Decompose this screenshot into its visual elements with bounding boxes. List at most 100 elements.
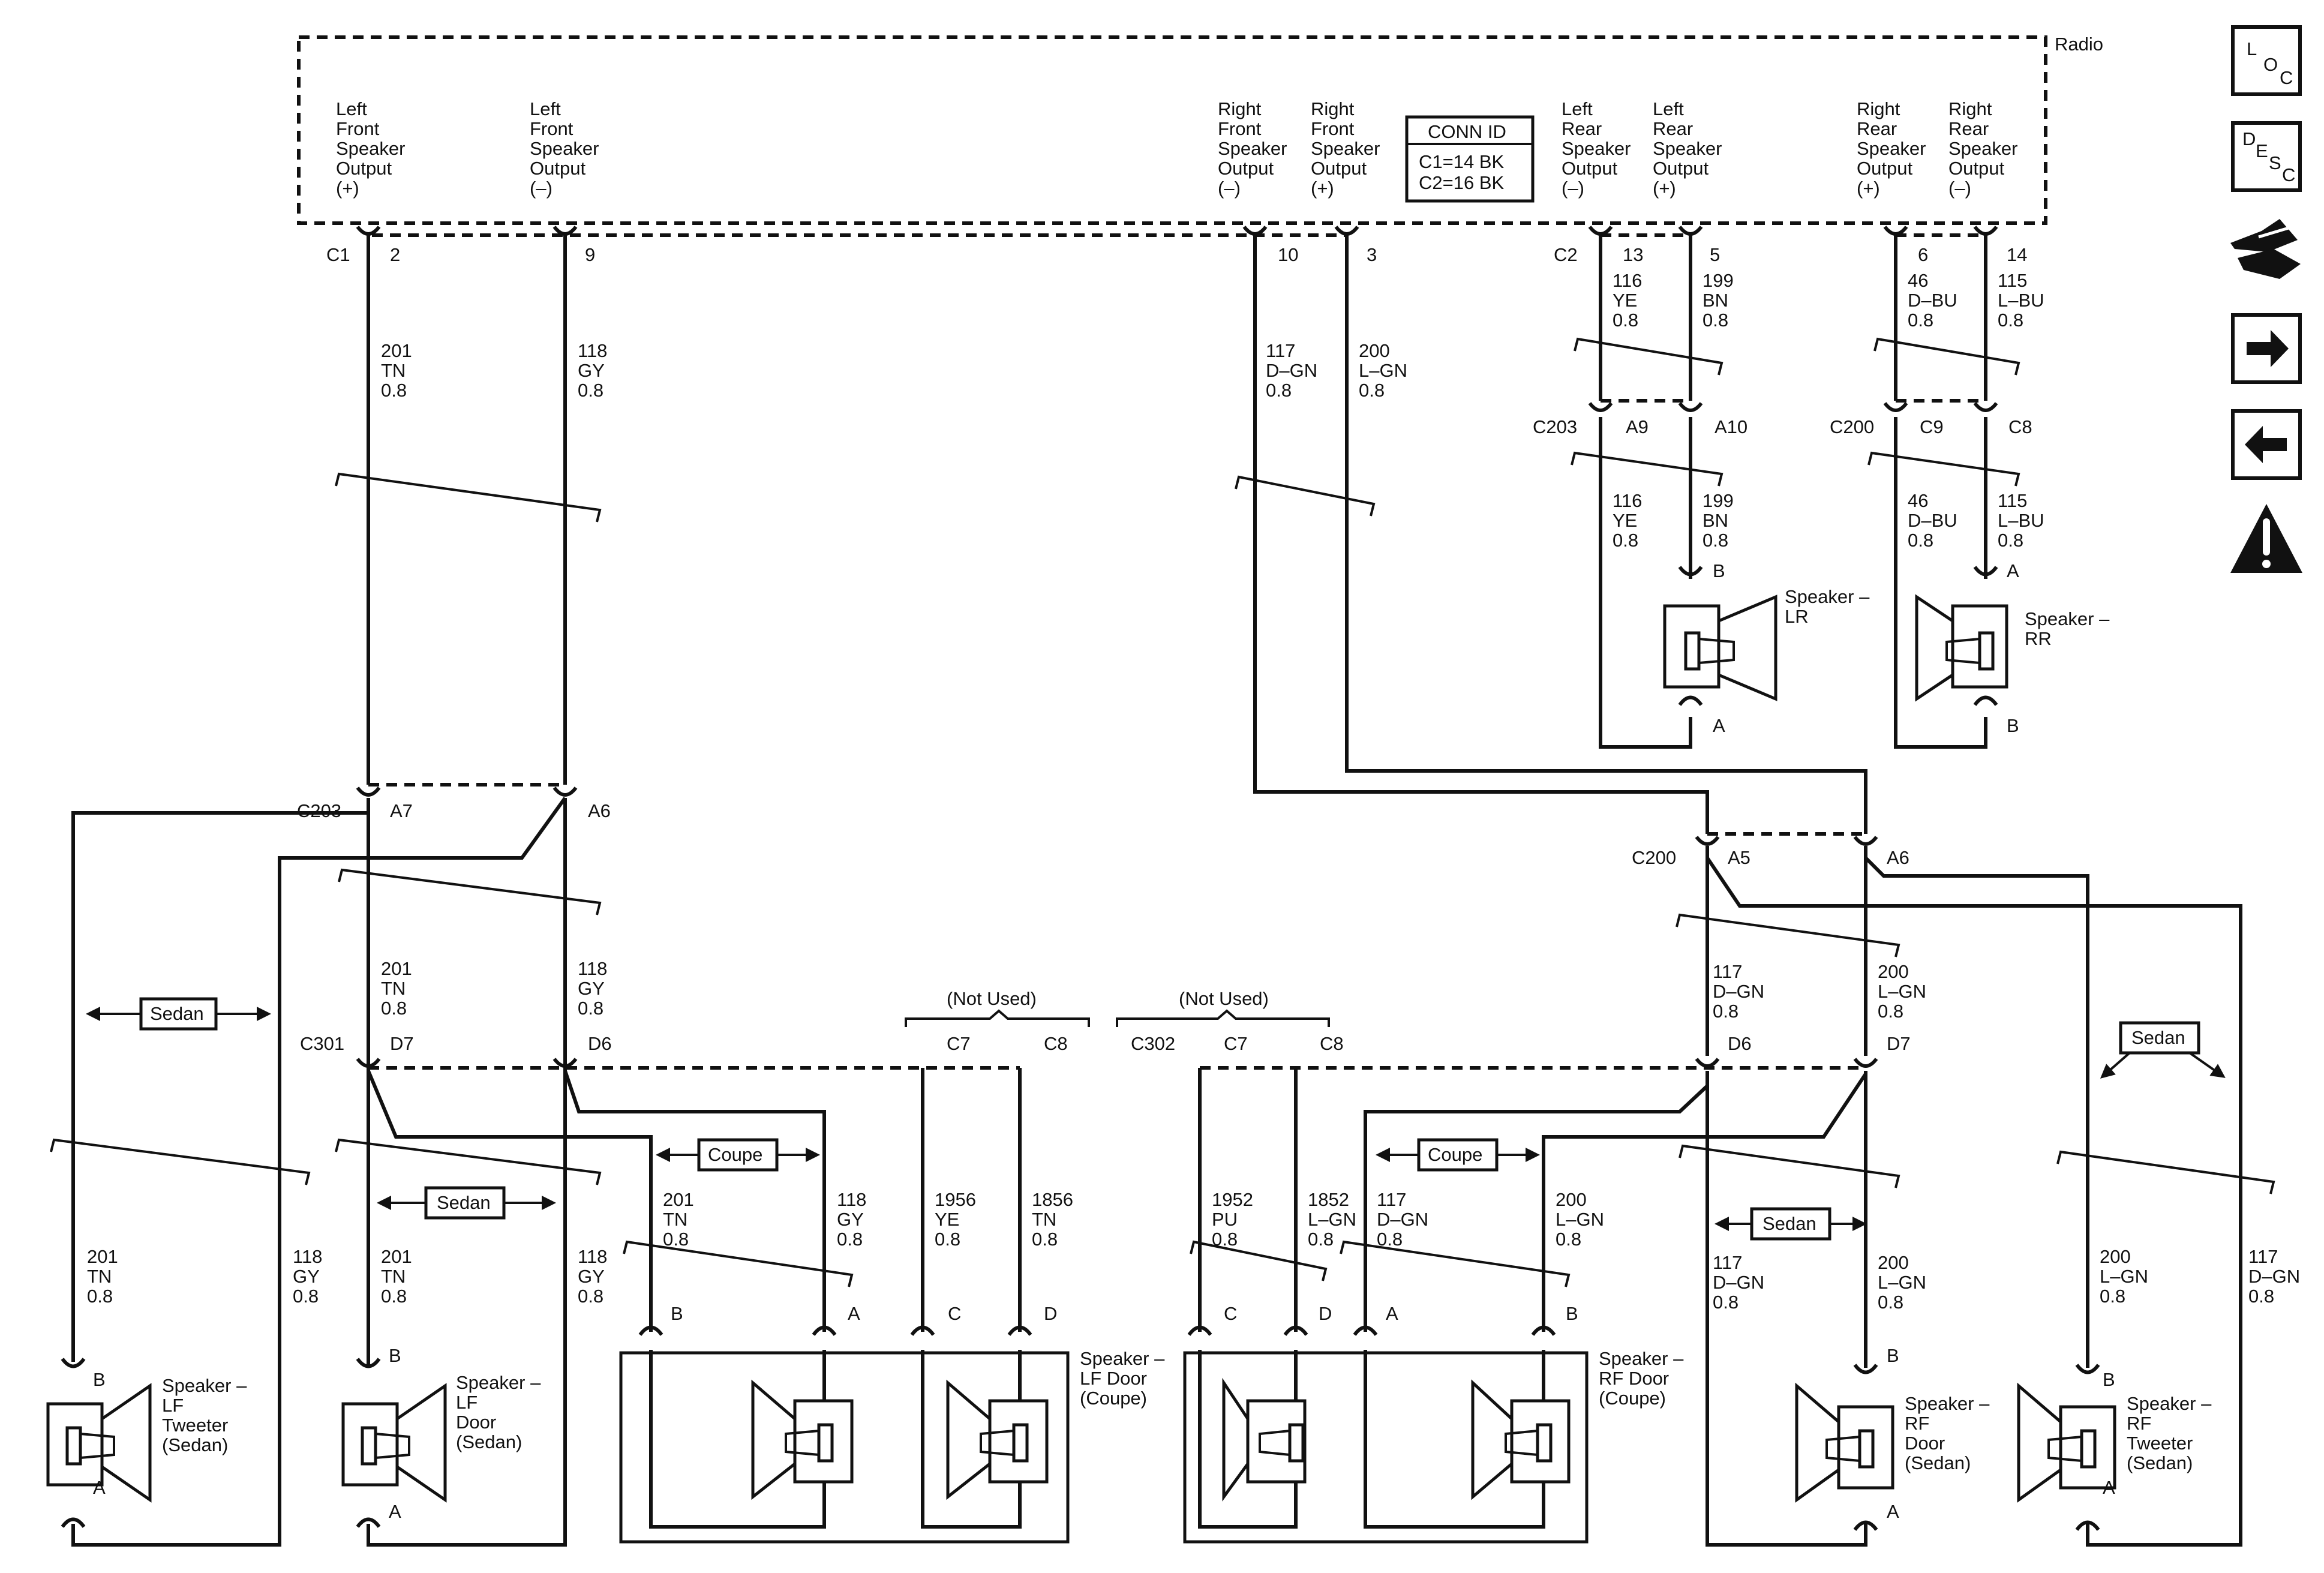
svg-text:L–BU: L–BU (1998, 290, 2044, 311)
svg-text:Output: Output (336, 158, 392, 179)
svg-text:200: 200 (1878, 1252, 1909, 1273)
next-arrow-icon[interactable] (2231, 313, 2302, 384)
speaker-lr-label-2: LR (1785, 606, 1809, 627)
svg-text:Rear: Rear (1562, 118, 1602, 139)
svg-text:Left: Left (1653, 98, 1684, 119)
svg-text:Speaker: Speaker (1218, 138, 1287, 159)
wire-118-tweeter (71, 797, 567, 1547)
svg-text:(+): (+) (1653, 178, 1676, 199)
svg-text:LF: LF (456, 1392, 478, 1413)
svg-text:L–GN: L–GN (1359, 360, 1407, 381)
connector-c2-label: C2 (1554, 244, 1578, 265)
svg-text:L–GN: L–GN (1556, 1209, 1604, 1230)
svg-text:118: 118 (293, 1246, 322, 1267)
svg-text:TN: TN (663, 1209, 687, 1230)
svg-text:Speaker –: Speaker – (1080, 1348, 1165, 1369)
svg-text:117: 117 (1713, 961, 1742, 982)
svg-text:117: 117 (2248, 1246, 2278, 1267)
svg-text:0.8: 0.8 (578, 1286, 603, 1307)
svg-text:D–GN: D–GN (1713, 981, 1764, 1002)
output-label-rr-plus: Right Rear Speaker Output (+) (1857, 98, 1926, 199)
svg-text:200: 200 (2100, 1246, 2131, 1267)
a5-label: A5 (1728, 847, 1750, 868)
svg-text:Output: Output (1311, 158, 1367, 179)
desc-icon[interactable]: D E S C (2231, 121, 2302, 192)
svg-text:201: 201 (381, 340, 412, 361)
svg-text:Speaker: Speaker (1562, 138, 1631, 159)
svg-text:0.8: 0.8 (381, 998, 407, 1019)
c9-label: C9 (1920, 416, 1944, 437)
svg-text:(+): (+) (336, 178, 359, 199)
warning-icon[interactable] (2230, 504, 2302, 573)
output-label-rf-minus: Right Front Speaker Output (–) (1218, 98, 1287, 199)
svg-text:201: 201 (381, 1246, 412, 1267)
svg-text:Left: Left (530, 98, 561, 119)
svg-text:PU: PU (1212, 1209, 1238, 1230)
svg-text:0.8: 0.8 (1212, 1229, 1238, 1250)
svg-text:Tweeter: Tweeter (2127, 1433, 2193, 1454)
wire-46-lower (1894, 417, 1987, 749)
svg-text:(Sedan): (Sedan) (1905, 1452, 1971, 1473)
pin-3-label: 3 (1367, 244, 1377, 265)
svg-text:118: 118 (578, 1246, 607, 1267)
pin-c-rf-coupe: C (1224, 1303, 1237, 1324)
pin-b-rf-tweeter: B (2103, 1369, 2115, 1390)
radio-outline (297, 35, 2047, 225)
svg-text:1956: 1956 (935, 1189, 976, 1210)
svg-text:Rear: Rear (1948, 118, 1989, 139)
c302-label: C302 (1131, 1033, 1175, 1054)
option-sedan-tweeter-right: Sedan (2100, 1021, 2226, 1079)
svg-text:D–GN: D–GN (1713, 1272, 1764, 1293)
svg-text:115: 115 (1998, 270, 2027, 291)
svg-text:Speaker –: Speaker – (1599, 1348, 1684, 1369)
pin-a-rf-tweeter: A (2103, 1477, 2115, 1498)
svg-text:D–BU: D–BU (1908, 510, 1957, 531)
prev-arrow-icon[interactable] (2231, 409, 2302, 480)
pin-a-rf-door: A (1887, 1501, 1899, 1522)
svg-text:Output: Output (1857, 158, 1912, 179)
svg-text:0.8: 0.8 (87, 1286, 113, 1307)
connector-labels: C203 A9 A10 C200 C9 C8 C203 A7 A6 C200 A… (297, 416, 2032, 1054)
c200-label: C200 (1830, 416, 1874, 437)
svg-text:Sedan: Sedan (2131, 1027, 2185, 1048)
pin-5-label: 5 (1710, 244, 1720, 265)
svg-text:115: 115 (1998, 490, 2027, 511)
svg-text:0.8: 0.8 (837, 1229, 863, 1250)
svg-text:Speaker: Speaker (530, 138, 599, 159)
svg-text:0.8: 0.8 (1377, 1229, 1403, 1250)
svg-text:116: 116 (1613, 270, 1642, 291)
a7-label: A7 (390, 800, 413, 821)
output-label-rr-minus: Right Rear Speaker Output (–) (1948, 98, 2017, 199)
pin-9-label: 9 (585, 244, 595, 265)
svg-text:(–): (–) (1218, 178, 1241, 199)
loc-icon[interactable]: L O C (2231, 25, 2302, 96)
pin-a-lf-coupe: A (848, 1303, 860, 1324)
svg-text:Coupe: Coupe (708, 1144, 762, 1165)
svg-text:0.8: 0.8 (2100, 1286, 2125, 1307)
c200-label-lower: C200 (1632, 847, 1676, 868)
svg-text:D–BU: D–BU (1908, 290, 1957, 311)
pin-13-label: 13 (1623, 244, 1643, 265)
svg-text:0.8: 0.8 (663, 1229, 689, 1250)
svg-text:Left: Left (336, 98, 367, 119)
harness-icon[interactable] (2230, 219, 2301, 279)
svg-text:0.8: 0.8 (935, 1229, 960, 1250)
svg-text:Speaker: Speaker (1653, 138, 1722, 159)
svg-text:0.8: 0.8 (1308, 1229, 1334, 1250)
pin-6-label: 6 (1918, 244, 1928, 265)
svg-text:Rear: Rear (1857, 118, 1897, 139)
svg-text:YE: YE (1613, 510, 1637, 531)
pin-b-rf-door: B (1887, 1345, 1899, 1366)
d7-label-right: D7 (1887, 1033, 1911, 1054)
speaker-lr: B A Speaker – LR (1663, 560, 1870, 736)
svg-text:GY: GY (293, 1266, 320, 1287)
svg-text:BN: BN (1703, 290, 1728, 311)
